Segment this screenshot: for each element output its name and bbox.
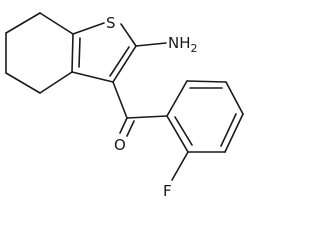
oxygen-label: O [114, 136, 126, 154]
bond-ar3-ar4 [225, 81, 244, 115]
bond-c4-c3a [39, 71, 73, 94]
bond-ar2-ar3 [186, 80, 227, 83]
bond-c3-carbonyl [112, 81, 128, 119]
bond-c7-c6 [5, 12, 41, 34]
bond-carbonyl-oxygen-double [126, 120, 135, 137]
bond-ar4-ar5-double [220, 113, 237, 147]
bond-c2-n [135, 42, 167, 47]
chemical-structure: S NH2 O F [5, 12, 244, 200]
bond-ar6-fluorine [171, 151, 189, 181]
cyclohexene-ring [5, 12, 81, 94]
bond-carbonyl-phenyl [126, 115, 168, 119]
thiophene-ring [71, 22, 137, 83]
amine-label-subscript: 2 [191, 42, 198, 55]
bond-c7a-s [72, 22, 105, 35]
bond-c3a-c7a-double [78, 37, 81, 68]
bond-c3a-c7a [71, 33, 74, 73]
bond-ar1-ar2 [166, 80, 188, 117]
bond-c2-c3 [112, 45, 137, 83]
amine-label: NH2 [168, 34, 198, 55]
ketone-group [112, 81, 168, 137]
fluorine-label: F [163, 182, 172, 200]
bond-ar6-ar1 [166, 115, 189, 153]
bond-c5-c4 [5, 72, 41, 94]
amine-label-main: NH [168, 34, 191, 52]
fluorophenyl-ring [166, 80, 244, 181]
bond-c2-c3-double [109, 46, 130, 77]
sulfur-label: S [106, 14, 116, 32]
bond-c7a-c7 [39, 12, 74, 35]
bond-s-c2 [120, 23, 137, 47]
bond-carbonyl-oxygen [119, 117, 128, 134]
bond-ar6-ar1-double [174, 116, 193, 146]
bond-c3-c3a [71, 71, 114, 83]
bond-ar4-ar5 [224, 113, 244, 153]
